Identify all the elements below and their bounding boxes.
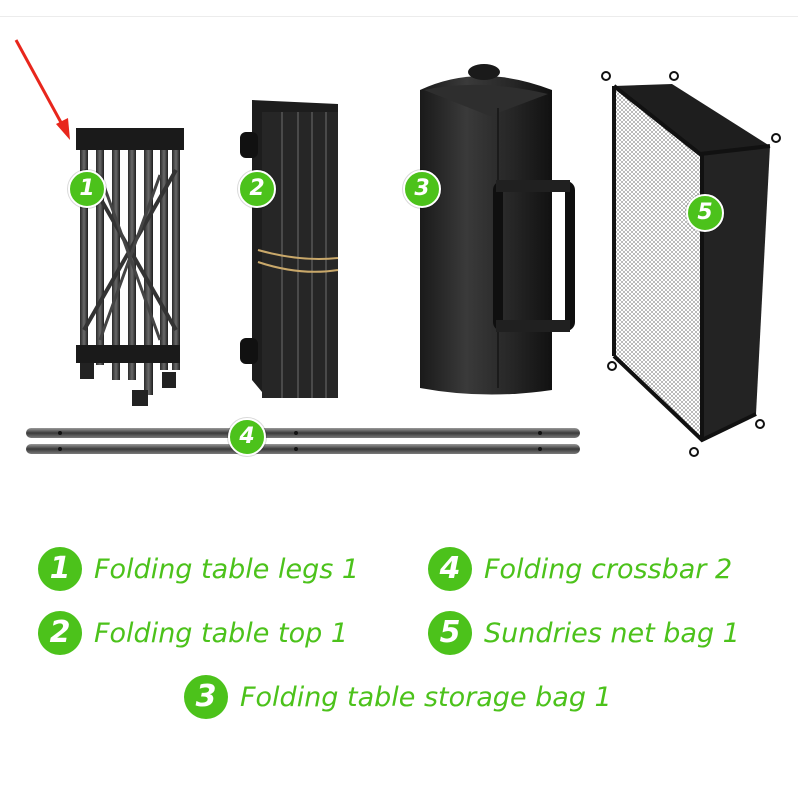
legend-label: Folding table legs 1: [94, 553, 360, 585]
legend-item-table-top: 2 Folding table top 1: [38, 608, 348, 658]
folding-table-legs: [76, 128, 184, 406]
red-arrow-icon: [14, 39, 70, 140]
storage-bag: [420, 64, 575, 395]
folding-crossbars: [26, 428, 580, 454]
legend-item-legs: 1 Folding table legs 1: [38, 544, 359, 594]
legend-number-badge: 2: [38, 611, 82, 655]
legend-label: Sundries net bag 1: [484, 617, 740, 649]
legend-number-badge: 1: [38, 547, 82, 591]
sundries-net-bag: [601, 71, 781, 457]
legend-item-storage-bag: 3 Folding table storage bag 1: [184, 672, 612, 722]
legend-number-badge: 5: [428, 611, 472, 655]
legend-number-badge: 3: [184, 675, 228, 719]
legend-label: Folding table top 1: [94, 617, 348, 649]
top-divider: [0, 16, 798, 17]
legend-label: Folding table storage bag 1: [240, 681, 612, 713]
parts-photo: [14, 39, 781, 457]
badge-net-bag: 5: [686, 194, 724, 232]
folding-table-top: [240, 100, 339, 398]
badge-table-top: 2: [238, 170, 276, 208]
legend-item-crossbar: 4 Folding crossbar 2: [428, 544, 732, 594]
badge-crossbar: 4: [228, 418, 266, 456]
badge-legs: 1: [68, 170, 106, 208]
legend-number-badge: 4: [428, 547, 472, 591]
badge-storage-bag: 3: [403, 170, 441, 208]
legend-label: Folding crossbar 2: [484, 553, 733, 585]
legend-item-net-bag: 5 Sundries net bag 1: [428, 608, 740, 658]
